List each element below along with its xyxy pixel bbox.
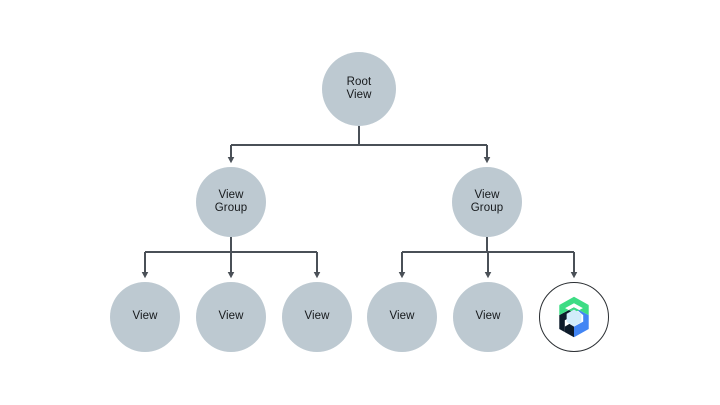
node-view-2[interactable]: View [196,282,266,352]
node-view-1-label: View [132,310,158,323]
node-view-group-right-label: View Group [470,188,504,215]
node-view-4[interactable]: View [367,282,437,352]
node-view-3-label: View [304,310,330,323]
node-view-5-label: View [475,310,501,323]
node-view-3[interactable]: View [282,282,352,352]
node-view-5[interactable]: View [453,282,523,352]
node-view-group-left[interactable]: View Group [196,167,266,237]
node-view-group-left-label: View Group [214,188,248,215]
node-view-group-right[interactable]: View Group [452,167,522,237]
node-root-view[interactable]: Root View [322,52,396,126]
node-view-4-label: View [389,310,415,323]
node-view-2-label: View [218,310,244,323]
jetpack-compose-icon [559,296,589,338]
node-view-1[interactable]: View [110,282,180,352]
node-root-view-label: Root View [346,75,372,102]
node-compose[interactable] [539,282,609,352]
